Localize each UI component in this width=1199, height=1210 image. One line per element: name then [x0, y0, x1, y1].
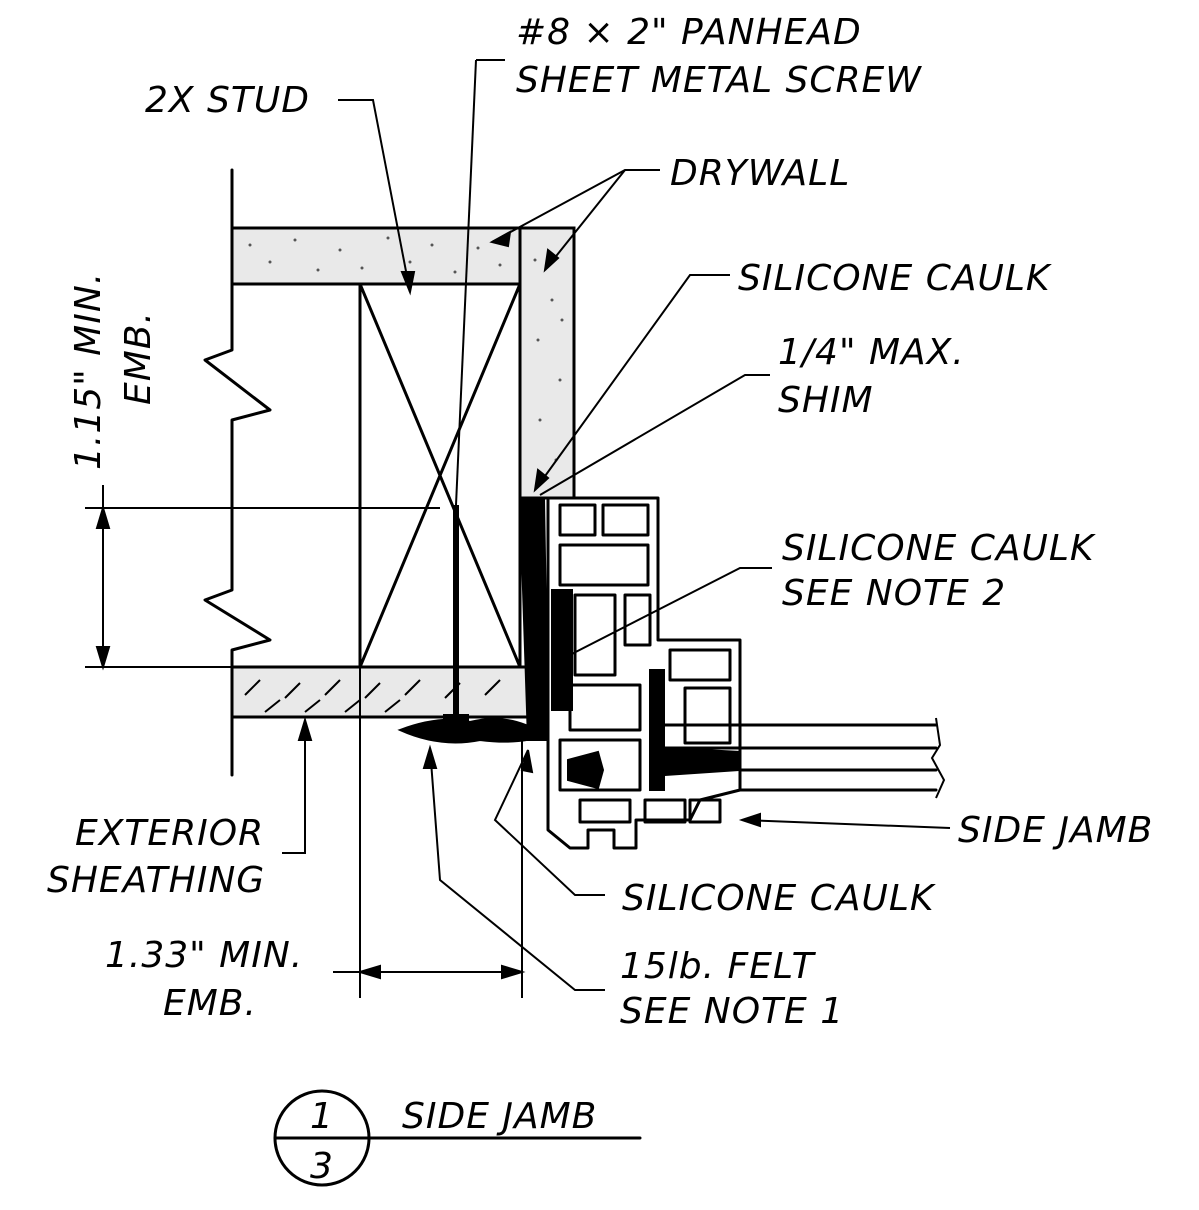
felt-label-line1: 15lb. FELT — [620, 946, 817, 987]
silicone-caulk-note-label-line1: SILICONE CAULK — [782, 528, 1096, 569]
horizontal-embedment-dimension — [333, 667, 526, 998]
shim-label-line2: SHIM — [778, 380, 874, 421]
exterior-sheathing — [230, 665, 534, 719]
screw-label-line1: #8 × 2" PANHEAD — [516, 12, 862, 53]
vertical-embedment-dimension — [85, 485, 440, 671]
shim-label-line1: 1/4" MAX. — [778, 332, 965, 373]
detail-number: 1 — [310, 1096, 334, 1137]
felt-and-caulk — [397, 718, 548, 744]
vertical-embedment-label-line1: 1.15" MIN. — [68, 272, 109, 470]
drywall — [230, 226, 576, 500]
side-jamb-callout-label: SIDE JAMB — [958, 810, 1153, 851]
window-frame-extrusion — [544, 496, 742, 850]
screw-label-line2: SHEET METAL SCREW — [516, 60, 922, 101]
detail-title-block: 1 3 SIDE JAMB — [273, 1089, 642, 1187]
felt-label-line2: SEE NOTE 1 — [620, 991, 844, 1032]
horizontal-embedment-label-line2: EMB. — [163, 983, 257, 1024]
silicone-caulk-note-label-line2: SEE NOTE 2 — [782, 573, 1006, 614]
horizontal-embedment-label-line1: 1.33" MIN. — [105, 935, 303, 976]
stud — [358, 282, 522, 669]
vertical-embedment-label-line2: EMB. — [118, 311, 159, 405]
glazing — [662, 717, 946, 799]
silicone-caulk-top-label: SILICONE CAULK — [738, 258, 1052, 299]
sheet-metal-screw — [443, 59, 505, 726]
stud-label: 2X STUD — [145, 80, 310, 121]
exterior-sheathing-label-line2: SHEATHING — [47, 860, 265, 901]
exterior-sheathing-label-line1: EXTERIOR — [75, 813, 264, 854]
sheet-number: 3 — [310, 1146, 334, 1187]
wall-break-line — [203, 168, 272, 777]
leader-arrowheads — [297, 230, 761, 828]
drywall-label: DRYWALL — [670, 153, 850, 194]
detail-title: SIDE JAMB — [402, 1096, 597, 1137]
leader-lines — [282, 99, 951, 991]
silicone-caulk-bottom-label: SILICONE CAULK — [622, 878, 936, 919]
